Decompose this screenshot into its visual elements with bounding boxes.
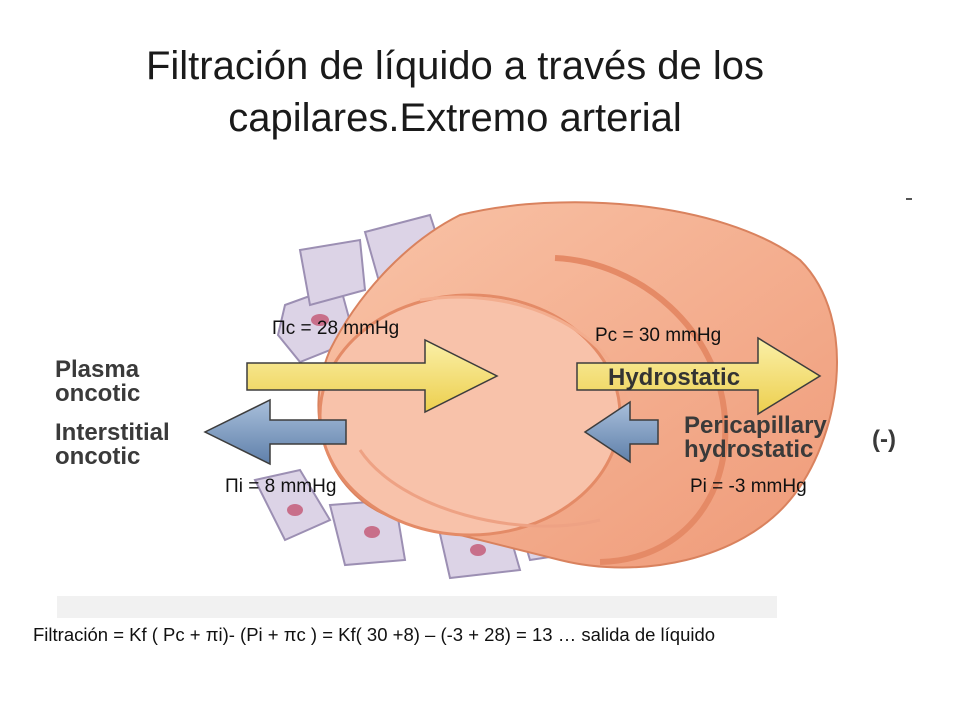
- filtration-formula: Filtración = Kf ( Pc + πi)- (Pi + πc ) =…: [33, 624, 716, 645]
- plasma-oncotic-arrow: [246, 338, 499, 414]
- hydrostatic-label: Hydrostatic: [608, 364, 741, 391]
- interstitial-oncotic-arrow: [203, 398, 347, 466]
- vessel-stripe: [358, 449, 601, 528]
- interstitial-oncotic-label: Interstitial oncotic: [55, 421, 170, 469]
- nucleus: [470, 544, 486, 556]
- interstitial-oncotic-line-1: Interstitial: [55, 419, 170, 446]
- interstitial-oncotic-pressure: Πi = 8 mmHg: [225, 476, 337, 497]
- cell: [298, 238, 367, 307]
- plasma-oncotic-line-1: Plasma: [55, 356, 140, 383]
- slide-title: Filtración de líquido a través de los ca…: [60, 40, 850, 144]
- pericapillary-hydrostatic-label: Pericapillary hydrostatic: [684, 414, 827, 462]
- nucleus: [311, 314, 329, 326]
- nucleus: [287, 504, 303, 516]
- title-line-1: Filtración de líquido a través de los: [145, 44, 765, 88]
- negative-sign-label: (-): [872, 426, 896, 453]
- plasma-oncotic-pressure: Πc = 28 mmHg: [272, 318, 400, 339]
- vessel-end-rim: [554, 255, 729, 565]
- interstitial-oncotic-line-2: oncotic: [55, 443, 141, 470]
- nucleus: [364, 526, 380, 538]
- pericapillary-line-2: hydrostatic: [684, 436, 814, 463]
- plasma-oncotic-line-2: oncotic: [55, 380, 141, 407]
- pericapillary-line-1: Pericapillary: [684, 412, 827, 439]
- pericapillary-hydrostatic-arrow: [583, 400, 659, 464]
- capillary-hydrostatic-pressure: Pc = 30 mmHg: [595, 325, 722, 346]
- stray-mark: [906, 198, 912, 200]
- interstitial-hydrostatic-pressure: Pi = -3 mmHg: [690, 476, 807, 497]
- plasma-oncotic-label: Plasma oncotic: [55, 358, 140, 406]
- caption-band: [57, 596, 777, 618]
- hydrostatic-arrow: [576, 336, 822, 416]
- title-line-2: capilares.Extremo arterial: [228, 96, 682, 140]
